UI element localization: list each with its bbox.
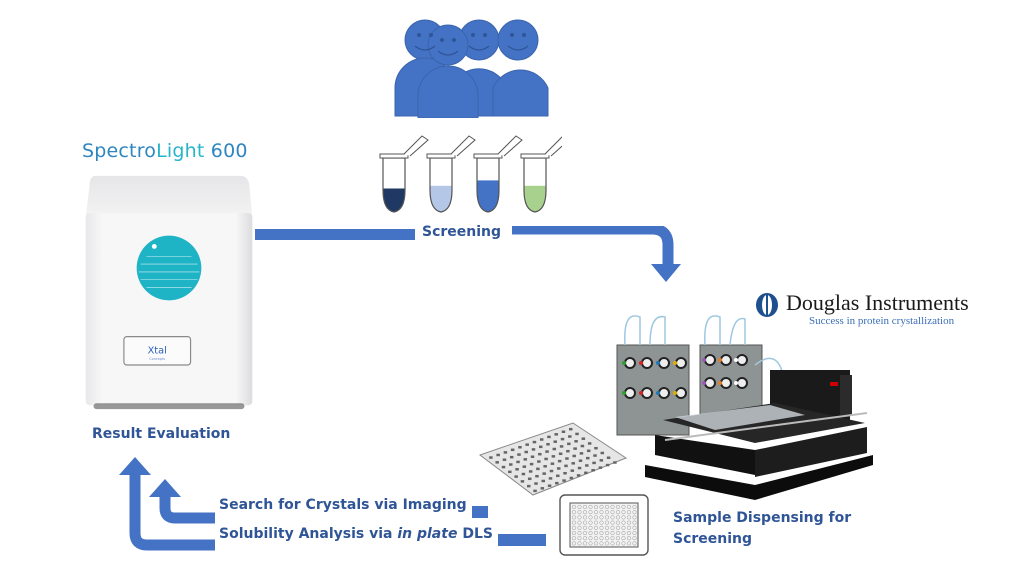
- douglas-name: Douglas Instruments: [786, 290, 969, 315]
- display-screen: [136, 235, 202, 301]
- tube-medium-blue: [473, 135, 523, 213]
- tube-dark-blue: [379, 135, 429, 213]
- imaging-plate-image: [478, 422, 628, 496]
- person-body: [417, 65, 479, 118]
- xtal-logo-text: Xtal: [148, 345, 167, 356]
- spectrolight-title: SpectroLight 600: [82, 140, 248, 162]
- return-arrow-outer: [129, 473, 215, 551]
- return-arrows-icon: [119, 457, 215, 551]
- douglas-tagline: Success in protein crystallization: [809, 315, 955, 327]
- tube-light-green: [520, 136, 562, 213]
- screening-arrow-bar-left: [255, 229, 415, 240]
- solubility-label: Solubility Analysis via in plate DLS: [219, 526, 493, 542]
- sample-dispensing-label-line2: Screening: [673, 531, 753, 547]
- sample-tubes: [379, 135, 562, 213]
- search-crystals-label: Search for Crystals via Imaging: [219, 497, 467, 513]
- solubility-arrow-stub: [498, 534, 546, 546]
- return-arrow-inner: [159, 495, 215, 524]
- tube-light-blue: [426, 135, 476, 213]
- spectrolight-instrument-image: Xtal Concepts: [85, 175, 253, 410]
- xtal-badge: [123, 336, 192, 366]
- xtal-sub-text: Concepts: [149, 357, 165, 361]
- result-evaluation-label: Result Evaluation: [92, 426, 231, 442]
- tube-liquid: [383, 188, 405, 212]
- tube-liquid: [477, 180, 499, 212]
- screening-label: Screening: [422, 224, 502, 240]
- search-arrow-stub: [472, 506, 488, 518]
- tube-liquid: [524, 185, 546, 212]
- dls-plate-image: [559, 494, 649, 556]
- people-group-icon: [394, 19, 549, 118]
- person-head: [427, 24, 469, 66]
- screening-arrow-icon: [512, 226, 681, 282]
- douglas-logo-icon: [756, 293, 778, 317]
- person-body: [492, 69, 549, 117]
- dispensing-robot-image: [616, 315, 873, 500]
- person-head: [497, 19, 539, 61]
- sample-dispensing-label-line1: Sample Dispensing for: [673, 510, 852, 526]
- tube-liquid: [430, 185, 452, 212]
